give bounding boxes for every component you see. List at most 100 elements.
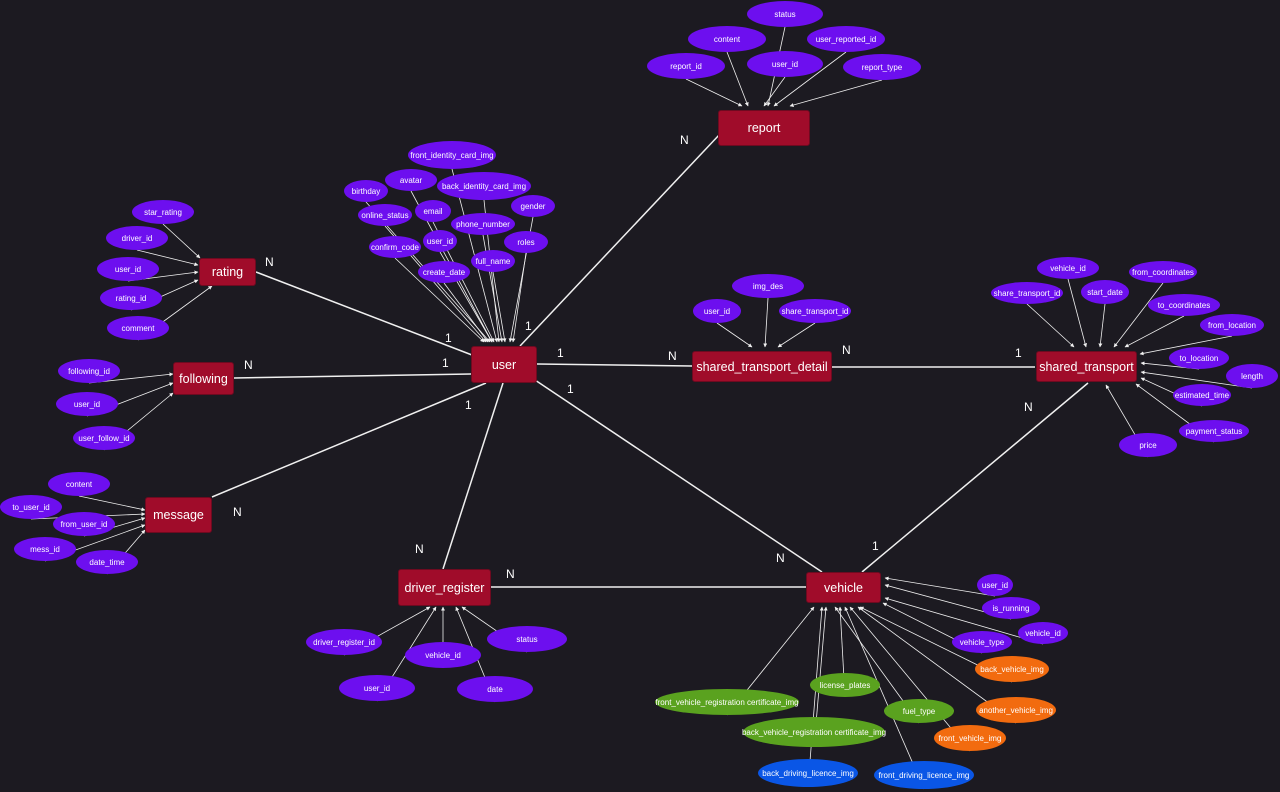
- cardinality-label: N: [680, 133, 689, 147]
- attribute-connector: [763, 76, 786, 107]
- cardinality-label: N: [265, 255, 274, 269]
- entity-user: user: [471, 346, 537, 383]
- attribute-shared-transport-9: payment_status: [1179, 420, 1249, 442]
- attribute-user-6: gender: [511, 195, 555, 217]
- attribute-rating-1: driver_id: [106, 226, 168, 250]
- cardinality-label: 1: [1015, 346, 1022, 360]
- attribute-shared-transport-8: estimated_time: [1173, 384, 1231, 406]
- cardinality-label: N: [244, 358, 253, 372]
- cardinality-label: 1: [442, 356, 449, 370]
- attribute-driver-register-1: driver_register_id: [306, 629, 382, 655]
- relation-report-user: [519, 133, 721, 347]
- entity-message: message: [145, 497, 212, 533]
- entity-report: report: [718, 110, 810, 146]
- attribute-shared-transport-detail-0: img_des: [732, 274, 804, 298]
- attribute-connector: [394, 257, 485, 343]
- attribute-user-8: confirm_code: [369, 236, 421, 258]
- entity-driver-register: driver_register: [398, 569, 491, 606]
- cardinality-label: N: [415, 542, 424, 556]
- entity-following: following: [173, 362, 234, 395]
- relation-user-dr: [442, 382, 504, 570]
- attribute-connector: [1140, 370, 1253, 389]
- attribute-vehicle-7: fuel_type: [884, 699, 954, 723]
- attribute-report-2: user_reported_id: [807, 26, 885, 52]
- attribute-rating-0: star_rating: [132, 200, 194, 224]
- attribute-vehicle-10: front_vehicle_img: [934, 725, 1006, 751]
- attribute-connector: [844, 606, 925, 790]
- cardinality-label: 1: [445, 331, 452, 345]
- relation-user-vehicle: [534, 379, 823, 573]
- attribute-following-2: user_follow_id: [73, 426, 135, 450]
- attribute-connector: [807, 606, 824, 788]
- attribute-connector: [1098, 303, 1106, 348]
- relation-message-user: [211, 382, 487, 498]
- attribute-user-2: avatar: [385, 169, 437, 191]
- entity-shared-transport-detail: shared_transport_detail: [692, 351, 832, 382]
- attribute-vehicle-2: vehicle_id: [1018, 622, 1068, 644]
- attribute-user-0: front_identity_card_img: [408, 141, 496, 169]
- attribute-shared-transport-1: from_coordinates: [1129, 261, 1197, 283]
- attribute-vehicle-12: front_driving_licence_img: [874, 761, 974, 789]
- attribute-connector: [773, 51, 847, 107]
- attribute-report-5: report_type: [843, 54, 921, 80]
- attribute-rating-2: user_id: [97, 257, 159, 281]
- attribute-connector: [1113, 282, 1164, 348]
- attribute-connector: [1067, 278, 1088, 348]
- attribute-user-4: online_status: [358, 204, 412, 226]
- attribute-shared-transport-detail-1: user_id: [693, 299, 741, 323]
- attribute-driver-register-4: date: [457, 676, 533, 702]
- attribute-driver-register-0: status: [487, 626, 567, 652]
- attribute-message-2: from_user_id: [53, 512, 115, 536]
- attribute-message-0: content: [48, 472, 110, 496]
- attribute-report-1: content: [688, 26, 766, 52]
- attribute-message-4: date_time: [76, 550, 138, 574]
- attribute-connector: [716, 322, 753, 348]
- attribute-driver-register-2: vehicle_id: [405, 642, 481, 668]
- cardinality-label: N: [776, 551, 785, 565]
- attribute-shared-transport-0: vehicle_id: [1037, 257, 1099, 279]
- cardinality-label: 1: [465, 398, 472, 412]
- attribute-connector: [443, 282, 489, 343]
- attribute-shared-transport-detail-2: share_transport_id: [779, 299, 851, 323]
- attribute-connector: [726, 51, 749, 107]
- attribute-connector: [1124, 315, 1185, 348]
- attribute-connector: [789, 79, 883, 107]
- attribute-user-9: user_id: [423, 230, 457, 252]
- entity-vehicle: vehicle: [806, 572, 881, 603]
- attribute-report-4: user_id: [747, 51, 823, 77]
- attribute-connector: [685, 78, 743, 107]
- attribute-shared-transport-2: share_transport_id: [991, 282, 1063, 304]
- attribute-report-0: status: [747, 1, 823, 27]
- cardinality-label: N: [1024, 400, 1033, 414]
- cardinality-label: N: [233, 505, 242, 519]
- attribute-vehicle-11: back_driving_licence_img: [758, 759, 858, 787]
- cardinality-label: N: [842, 343, 851, 357]
- relation-st-vehicle: [861, 382, 1089, 573]
- attribute-user-11: full_name: [471, 250, 515, 272]
- relation-user-std: [536, 363, 693, 367]
- attribute-shared-transport-10: price: [1119, 433, 1177, 457]
- cardinality-label: 1: [557, 346, 564, 360]
- attribute-following-1: user_id: [56, 392, 118, 416]
- attribute-user-12: create_date: [418, 261, 470, 283]
- attribute-following-0: following_id: [58, 359, 120, 383]
- attribute-shared-transport-3: start_date: [1081, 280, 1129, 304]
- relation-rating-user: [255, 271, 473, 356]
- cardinality-label: N: [668, 349, 677, 363]
- attribute-connector: [1139, 335, 1233, 356]
- attribute-driver-register-3: user_id: [339, 675, 415, 701]
- attribute-connector: [162, 223, 201, 259]
- attribute-connector: [777, 322, 816, 348]
- attribute-connector: [884, 576, 996, 597]
- attribute-vehicle-4: back_vehicle_img: [975, 656, 1049, 682]
- attribute-connector: [763, 297, 769, 348]
- attribute-shared-transport-4: to_coordinates: [1148, 294, 1220, 316]
- attribute-vehicle-8: another_vehicle_img: [976, 697, 1056, 723]
- attribute-message-3: mess_id: [14, 537, 76, 561]
- attribute-rating-4: comment: [107, 316, 169, 340]
- entity-rating: rating: [199, 258, 256, 286]
- attribute-vehicle-3: vehicle_type: [952, 631, 1012, 653]
